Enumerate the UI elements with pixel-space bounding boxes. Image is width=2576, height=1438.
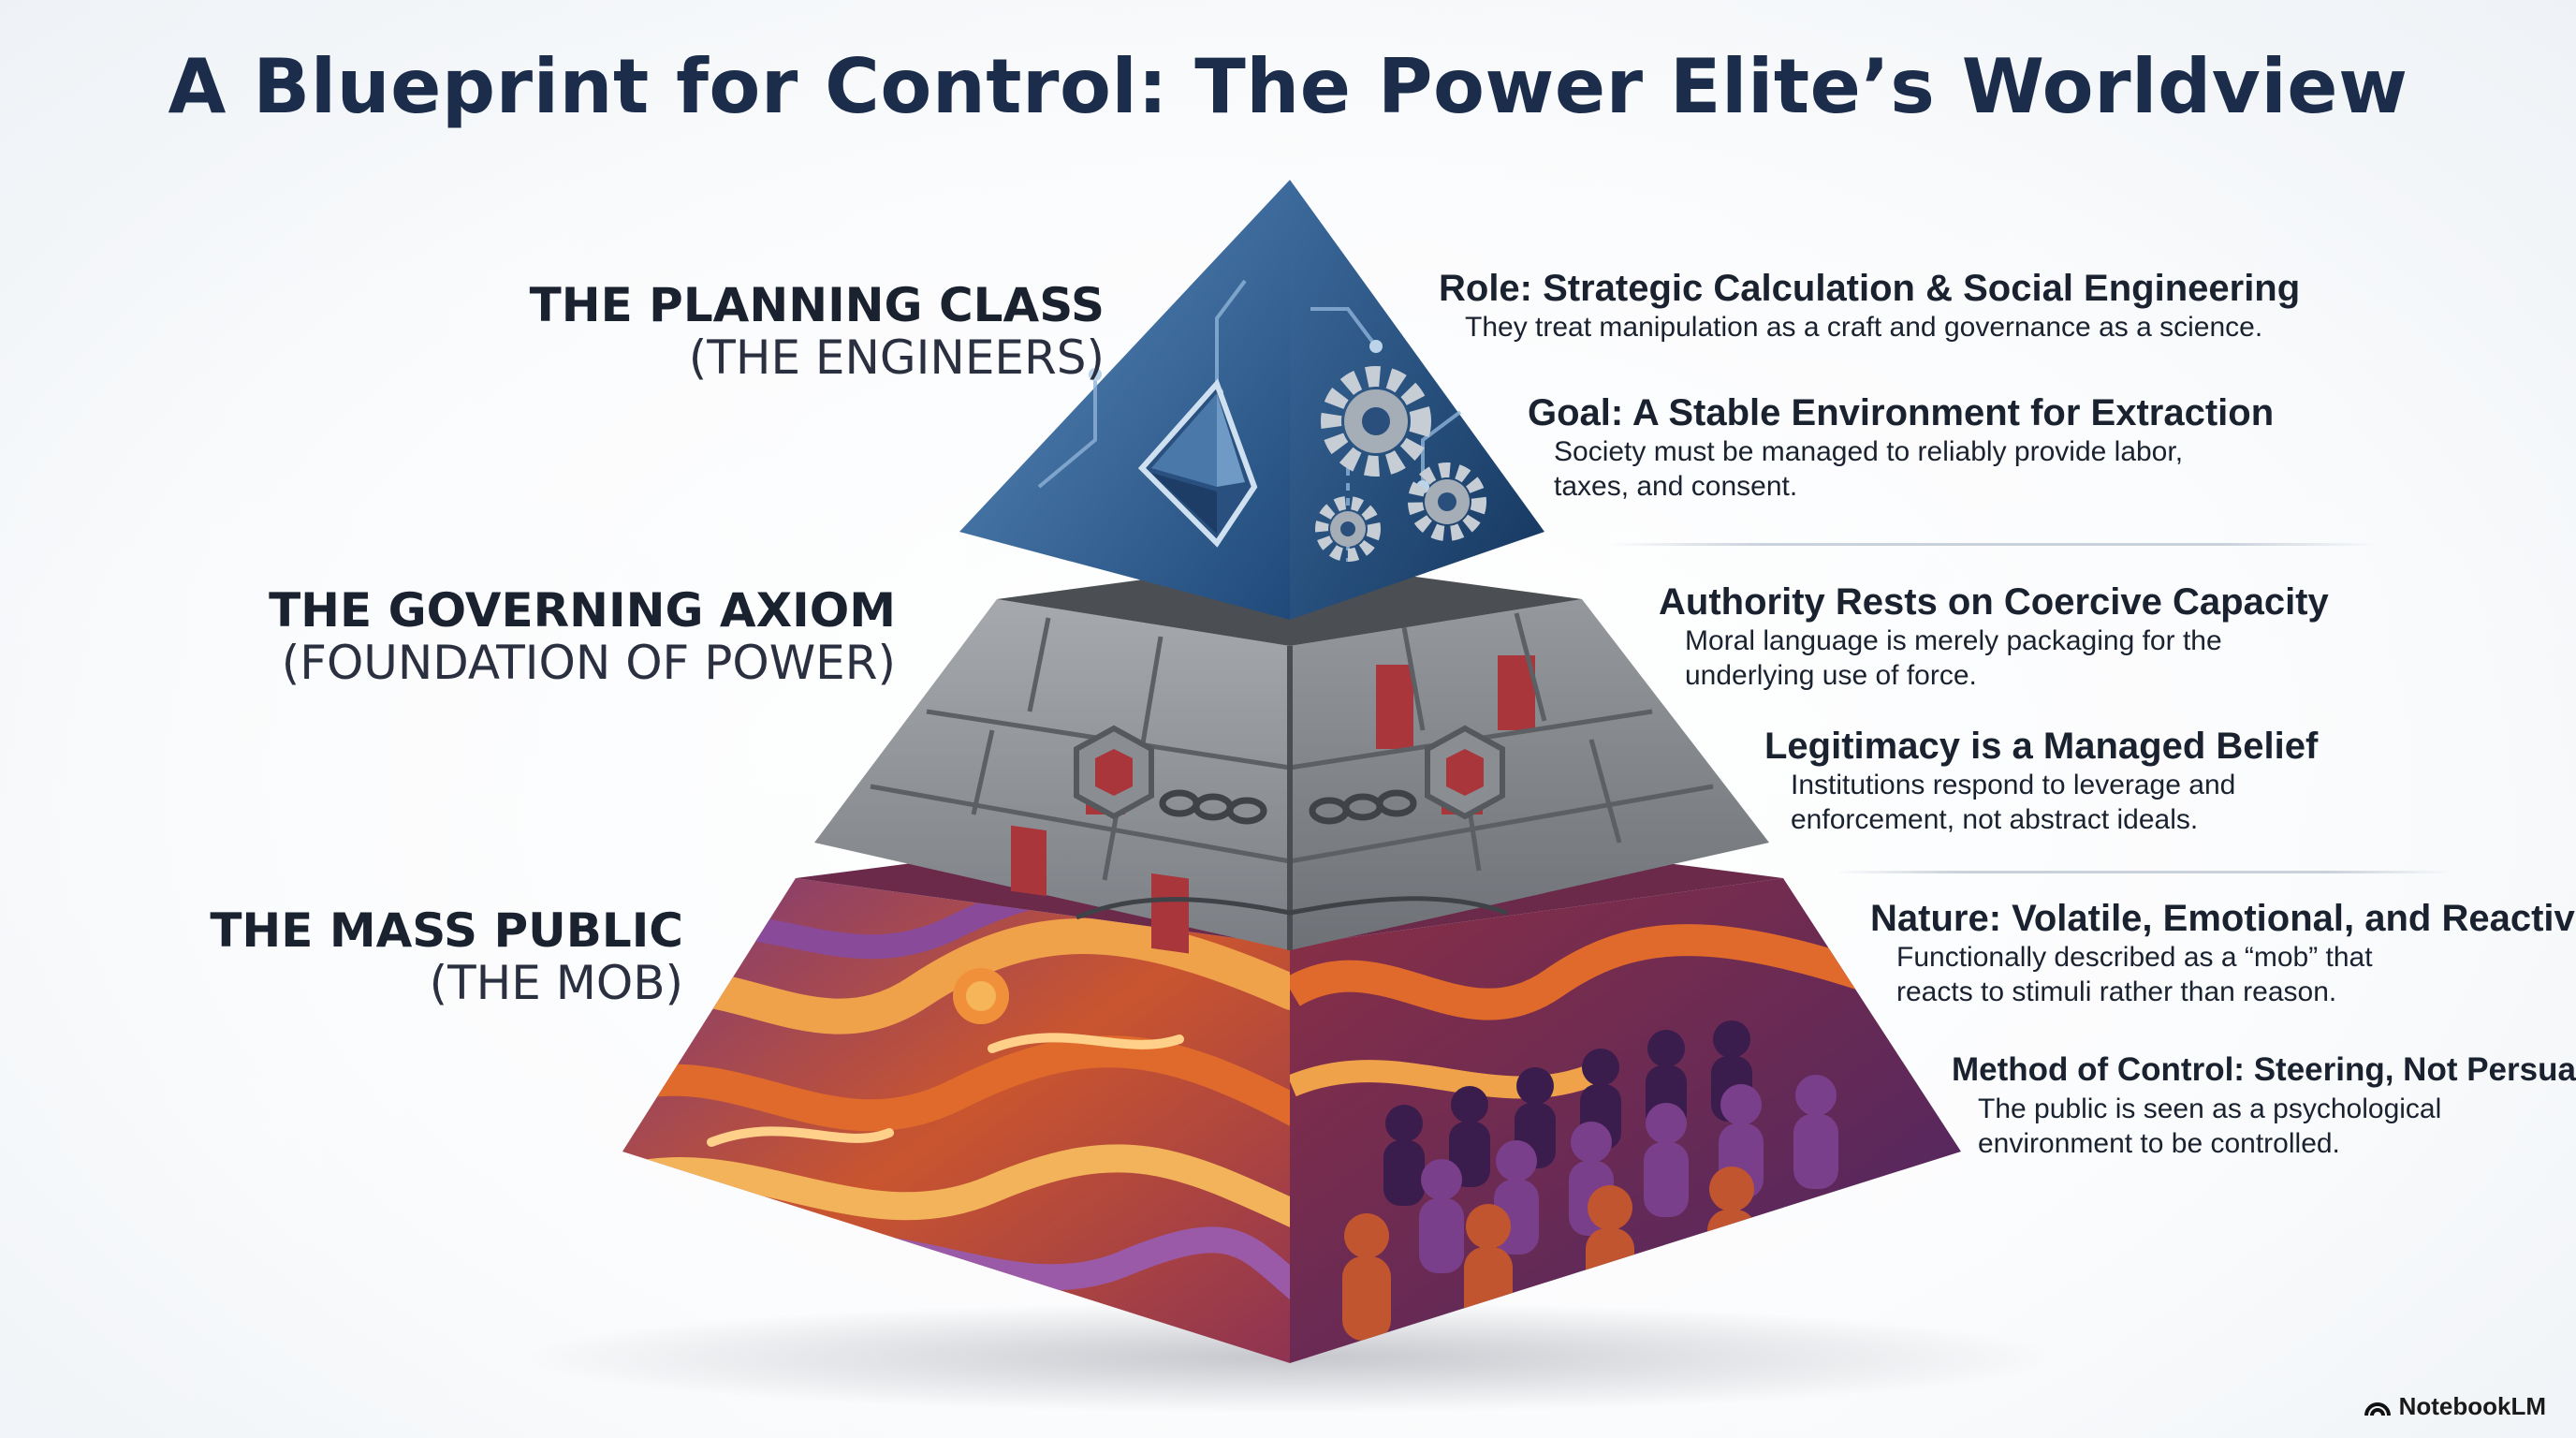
point-body: Moral language is merely packaging for t… (1685, 625, 2222, 691)
point-body: Functionally described as a “mob” that r… (1896, 942, 2373, 1007)
point-role: Role: Strategic Calculation & Social Eng… (1439, 267, 2300, 345)
divider (1835, 871, 2452, 873)
point-nature: Nature: Volatile, Emotional, and Reactiv… (1870, 897, 2576, 1009)
point-body: The public is seen as a psychological en… (1978, 1093, 2442, 1159)
point-body: They treat manipulation as a craft and g… (1465, 312, 2263, 343)
point-heading: Goal: A Stable Environment for Extractio… (1528, 392, 2275, 433)
point-body: Institutions respond to leverage and enf… (1791, 770, 2236, 835)
tier-label-sub: (THE ENGINEERS) (688, 330, 1105, 385)
brand-label: NotebookLM (2398, 1392, 2546, 1420)
tier-label-main: THE PLANNING CLASS (529, 278, 1105, 332)
point-authority: Authority Rests on Coercive Capacity Mor… (1659, 580, 2329, 693)
brand-mark: NotebookLM (2364, 1392, 2546, 1421)
point-legitimacy: Legitimacy is a Managed Belief Instituti… (1764, 725, 2318, 837)
tier-label-sub: (THE MOB) (429, 956, 683, 1010)
divider (1610, 543, 2378, 546)
tier-label-main: THE GOVERNING AXIOM (269, 583, 896, 638)
point-heading: Legitimacy is a Managed Belief (1764, 726, 2319, 767)
gear-icon (1315, 366, 1486, 562)
point-method: Method of Control: Steering, Not Persuas… (1952, 1049, 2576, 1161)
tier-label-planning-class: THE PLANNING CLASS (THE ENGINEERS) (530, 279, 1105, 384)
tier-label-governing-axiom: THE GOVERNING AXIOM (FOUNDATION OF POWER… (269, 584, 896, 689)
tier-label-sub: (FOUNDATION OF POWER) (281, 636, 896, 690)
point-heading: Authority Rests on Coercive Capacity (1659, 581, 2329, 623)
tier-label-mass-public: THE MASS PUBLIC (THE MOB) (210, 904, 683, 1009)
lock-hexagon-icon (1074, 725, 1505, 820)
point-goal: Goal: A Stable Environment for Extractio… (1528, 391, 2274, 504)
tier-planning-class (959, 180, 1544, 620)
page-title: A Blueprint for Control: The Power Elite… (168, 43, 2408, 130)
point-heading: Role: Strategic Calculation & Social Eng… (1439, 268, 2301, 309)
tier-governing-axiom (814, 560, 1769, 954)
point-body: Society must be managed to reliably prov… (1554, 436, 2184, 502)
tier-label-main: THE MASS PUBLIC (210, 903, 683, 958)
diamond-emblem-icon (1137, 378, 1258, 548)
notebooklm-logo-icon (2364, 1401, 2391, 1416)
point-heading: Nature: Volatile, Emotional, and Reactiv… (1870, 898, 2576, 939)
point-heading: Method of Control: Steering, Not Persuas… (1952, 1051, 2576, 1088)
chain-icon (1076, 789, 1508, 920)
